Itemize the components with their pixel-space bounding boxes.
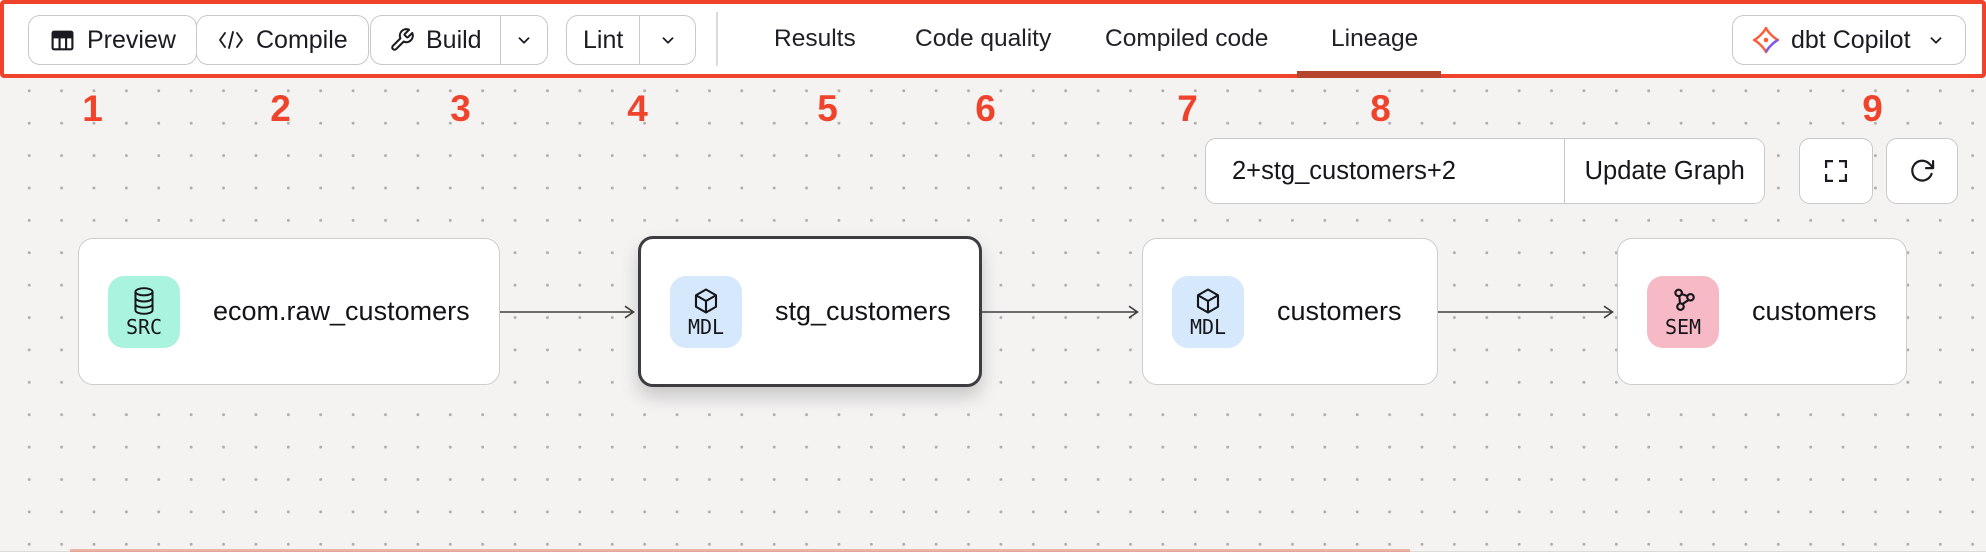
lineage-node-stg-customers[interactable]: MDL stg_customers bbox=[638, 236, 982, 387]
code-brackets-icon bbox=[217, 28, 245, 52]
tab-code-quality-label: Code quality bbox=[915, 25, 1052, 52]
annotation-number-5: 5 bbox=[817, 88, 838, 129]
tab-results[interactable]: Results bbox=[774, 0, 856, 78]
chevron-down-icon bbox=[1925, 29, 1947, 51]
annotation-number-4: 4 bbox=[627, 88, 648, 129]
chevron-down-icon bbox=[657, 29, 679, 51]
build-button[interactable]: Build bbox=[371, 16, 500, 64]
wrench-icon bbox=[389, 27, 415, 53]
node-label: customers bbox=[1277, 296, 1402, 326]
lint-split-button: Lint bbox=[566, 15, 697, 65]
node-badge-label: SRC bbox=[125, 314, 163, 339]
tab-lineage-label: Lineage bbox=[1331, 25, 1419, 52]
chevron-down-icon bbox=[513, 29, 535, 51]
lineage-node-customers-semantic[interactable]: SEM customers bbox=[1617, 238, 1907, 385]
node-badge-label: MDL bbox=[687, 314, 725, 339]
lineage-selector-group: Update Graph bbox=[1205, 138, 1765, 204]
preview-button[interactable]: Preview bbox=[28, 15, 197, 65]
fullscreen-button[interactable] bbox=[1799, 138, 1873, 204]
fullscreen-icon bbox=[1822, 157, 1850, 185]
model-badge: MDL bbox=[1172, 275, 1244, 348]
source-badge: SRC bbox=[108, 275, 180, 348]
compile-button[interactable]: Compile bbox=[196, 15, 369, 65]
semantic-model-badge: SEM bbox=[1647, 275, 1719, 348]
tab-results-label: Results bbox=[774, 25, 856, 52]
edge-source-to-stg bbox=[500, 303, 638, 321]
node-badge-label: MDL bbox=[1189, 314, 1227, 339]
preview-button-label: Preview bbox=[87, 25, 176, 54]
tab-compiled-code-label: Compiled code bbox=[1105, 25, 1269, 52]
bottom-accent-line bbox=[70, 549, 1410, 552]
annotation-number-6: 6 bbox=[975, 88, 996, 129]
dbt-copilot-button[interactable]: dbt Copilot bbox=[1732, 15, 1966, 65]
annotation-number-2: 2 bbox=[270, 88, 291, 129]
lineage-node-customers-model[interactable]: MDL customers bbox=[1142, 238, 1438, 385]
node-badge-label: SEM bbox=[1664, 314, 1702, 339]
build-button-label: Build bbox=[426, 25, 482, 54]
lint-dropdown-toggle[interactable] bbox=[639, 16, 695, 64]
tab-lineage[interactable]: Lineage bbox=[1331, 0, 1418, 78]
build-dropdown-toggle[interactable] bbox=[499, 16, 547, 64]
toolbar-divider bbox=[716, 12, 718, 66]
semantic-model-icon bbox=[1668, 286, 1698, 316]
ide-toolbar: Preview Compile Build bbox=[0, 0, 1986, 78]
lineage-selector-input[interactable] bbox=[1206, 139, 1564, 203]
lineage-node-source-raw-customers[interactable]: SRC ecom.raw_customers bbox=[78, 238, 500, 385]
build-split-button: Build bbox=[370, 15, 548, 65]
node-label: ecom.raw_customers bbox=[213, 296, 470, 326]
lint-button[interactable]: Lint bbox=[567, 16, 639, 64]
refresh-icon bbox=[1908, 157, 1936, 185]
update-graph-button[interactable]: Update Graph bbox=[1565, 139, 1764, 203]
active-tab-indicator bbox=[1297, 71, 1441, 78]
selector-divider bbox=[1564, 139, 1566, 203]
annotation-number-1: 1 bbox=[82, 88, 103, 129]
compile-button-label: Compile bbox=[256, 25, 348, 54]
dbt-logo-icon bbox=[1751, 25, 1781, 55]
edge-customers-to-semantic bbox=[1438, 303, 1617, 321]
annotation-number-7: 7 bbox=[1177, 88, 1198, 129]
model-badge: MDL bbox=[670, 275, 742, 348]
database-icon bbox=[130, 286, 158, 316]
node-label: customers bbox=[1752, 296, 1877, 326]
edge-stg-to-customers bbox=[982, 303, 1142, 321]
node-label: stg_customers bbox=[775, 296, 951, 326]
tab-code-quality[interactable]: Code quality bbox=[915, 0, 1051, 78]
annotation-number-8: 8 bbox=[1370, 88, 1391, 129]
dbt-copilot-label: dbt Copilot bbox=[1791, 25, 1911, 54]
cube-icon bbox=[1193, 286, 1223, 316]
table-grid-icon bbox=[49, 27, 76, 54]
annotation-number-3: 3 bbox=[450, 88, 471, 129]
tab-compiled-code[interactable]: Compiled code bbox=[1105, 0, 1268, 78]
lint-button-label: Lint bbox=[583, 25, 624, 54]
cube-icon bbox=[691, 286, 721, 316]
refresh-button[interactable] bbox=[1886, 138, 1958, 204]
annotation-number-9: 9 bbox=[1862, 88, 1883, 129]
